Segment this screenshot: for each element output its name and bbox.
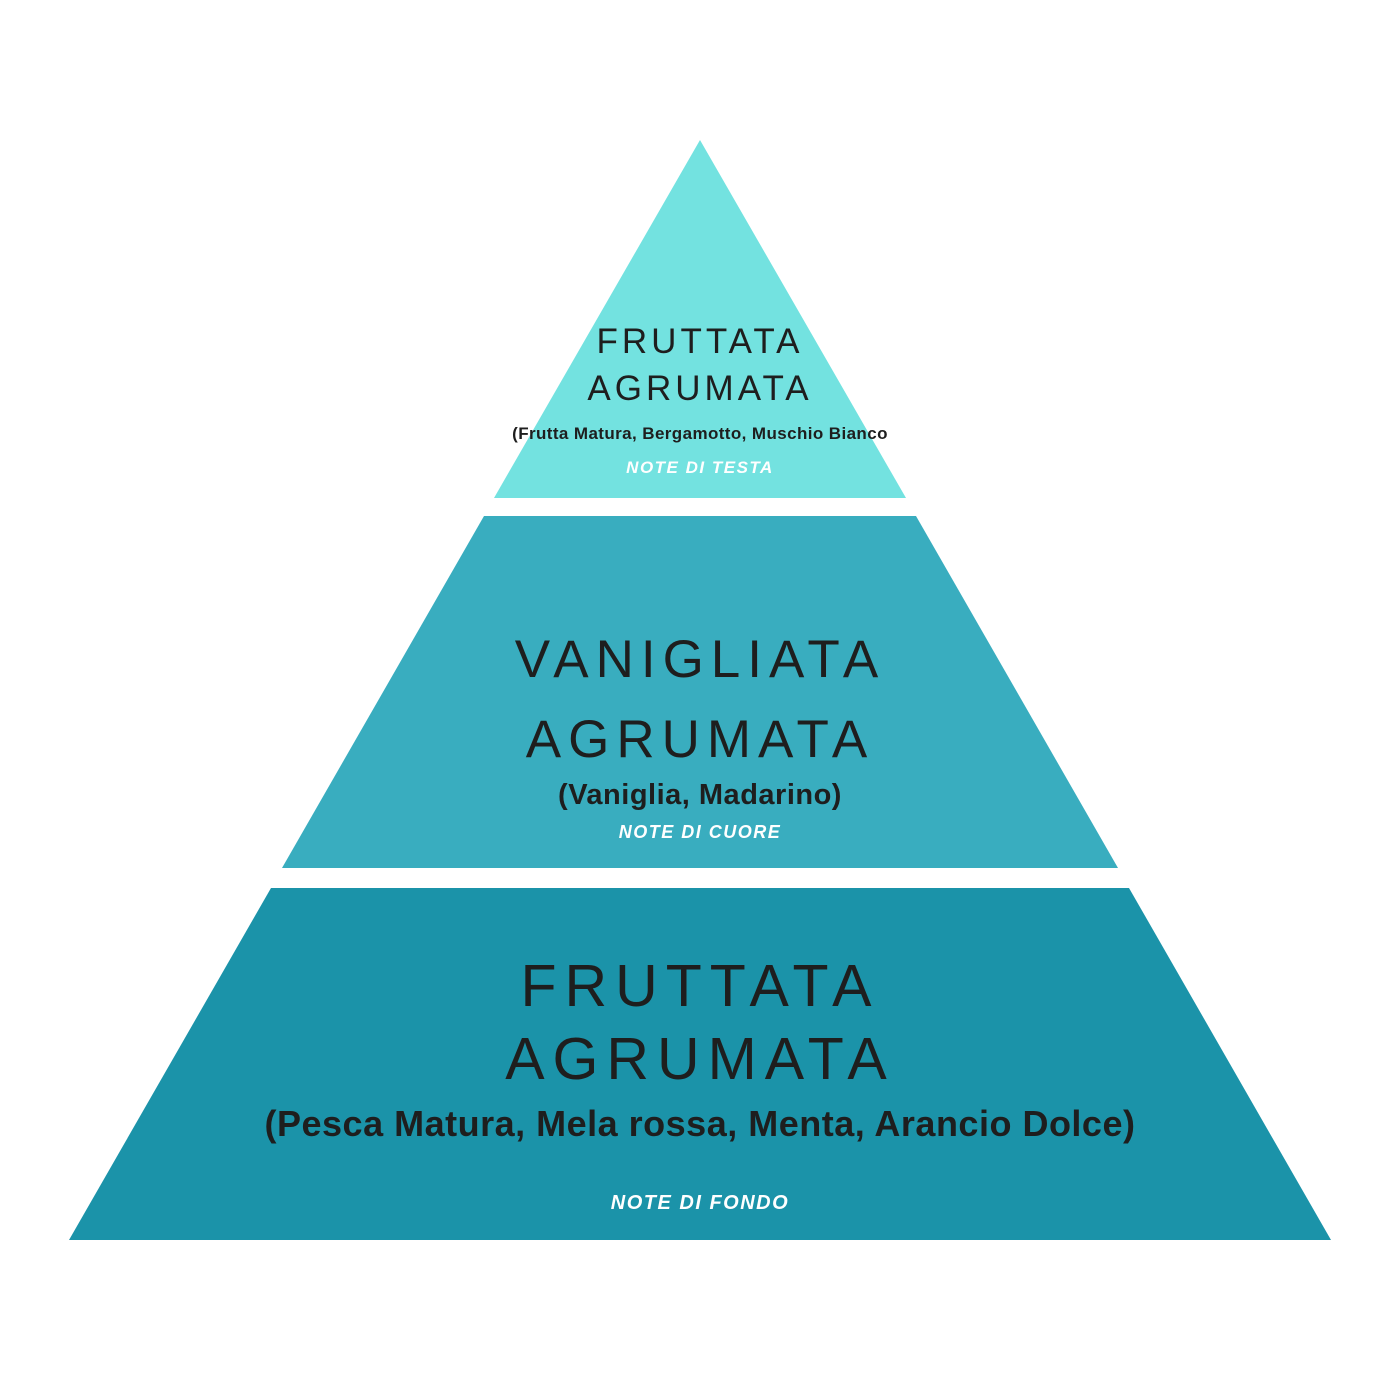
tier-bottom-ingredients: (Pesca Matura, Mela rossa, Menta, Aranci… bbox=[264, 1103, 1136, 1144]
tier-top-note-label: NOTE DI TESTA bbox=[626, 458, 774, 477]
tier-middle-title-line2: AGRUMATA bbox=[525, 710, 875, 769]
tier-bottom-title-line2: AGRUMATA bbox=[505, 1026, 895, 1092]
tier-top-title: FRUTTATA AGRUMATA bbox=[0, 318, 1400, 412]
tier-top-ingredients: (Frutta Matura, Bergamotto, Muschio Bian… bbox=[512, 424, 888, 443]
tier-middle-note-label: NOTE DI CUORE bbox=[618, 822, 782, 842]
tier-bottom-title-line1: FRUTTATA bbox=[520, 953, 880, 1019]
tier-bottom-note-label: NOTE DI FONDO bbox=[610, 1192, 790, 1214]
tier-top-title-line1: FRUTTATA bbox=[596, 322, 804, 361]
tier-middle-title-line1: VANIGLIATA bbox=[514, 630, 886, 689]
tier-top-title-line2: AGRUMATA bbox=[587, 369, 813, 408]
tier-bottom-title: FRUTTATA AGRUMATA bbox=[0, 950, 1400, 1096]
tier-middle-title: VANIGLIATA AGRUMATA bbox=[0, 620, 1400, 780]
tier-middle-ingredients: (Vaniglia, Madarino) bbox=[558, 779, 842, 811]
